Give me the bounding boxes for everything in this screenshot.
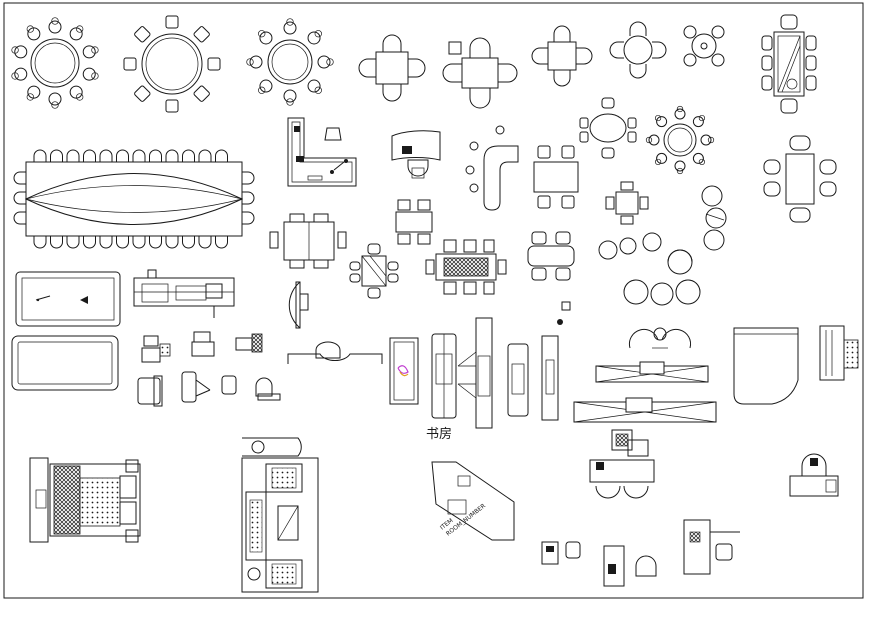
desk-with-chair-2 bbox=[603, 545, 657, 587]
living-room-layout bbox=[241, 437, 319, 593]
round-table-8-small bbox=[645, 105, 715, 175]
desk-pod-4 bbox=[269, 213, 347, 269]
square-table-rounded-chairs bbox=[442, 37, 518, 109]
square-table-4-chairs bbox=[358, 34, 426, 102]
sheet-border bbox=[3, 2, 864, 599]
sofa-vertical-b bbox=[507, 343, 529, 417]
round-table-diag-chairs bbox=[683, 25, 725, 67]
sideboard-2 bbox=[573, 397, 717, 423]
armchair-set bbox=[598, 232, 693, 275]
arched-opening bbox=[287, 341, 383, 364]
office-desk-corner bbox=[287, 117, 357, 187]
double-bed bbox=[29, 457, 141, 543]
glass-table-8 bbox=[425, 239, 507, 295]
billiard-table-1 bbox=[15, 271, 121, 327]
round-dining-table-8 bbox=[123, 15, 221, 113]
room-label-study: 书房 bbox=[426, 426, 452, 442]
small-appliances bbox=[137, 331, 281, 407]
round-dining-table-8b bbox=[246, 18, 334, 106]
desk-with-chair-3 bbox=[683, 519, 740, 575]
workstation-curved bbox=[589, 429, 655, 499]
l-work-desk: ITEM ROOM_NUMBER bbox=[431, 461, 515, 541]
desk-with-chair-1 bbox=[541, 541, 581, 565]
long-glass-table-6 bbox=[761, 14, 817, 114]
table-4-chairs-a bbox=[395, 199, 433, 245]
wardrobe-1 bbox=[389, 337, 419, 405]
rect-table-6-rounded bbox=[763, 135, 837, 223]
round-dining-table-10 bbox=[11, 17, 99, 109]
square-table-small-mid bbox=[605, 181, 649, 225]
oval-conference-table bbox=[13, 149, 255, 249]
sofa-vertical-a bbox=[431, 333, 457, 419]
rounded-table-4 bbox=[527, 231, 575, 281]
billiard-table-2 bbox=[11, 335, 119, 391]
upright-piano bbox=[819, 325, 859, 381]
grand-piano bbox=[733, 327, 799, 405]
door-swing bbox=[288, 281, 309, 329]
square-table-small-4 bbox=[531, 25, 593, 87]
round-lounge-chairs bbox=[701, 185, 727, 251]
reception-desk bbox=[391, 130, 441, 179]
small-reception-desk bbox=[789, 453, 839, 497]
sofa-vertical-c bbox=[541, 335, 559, 421]
curved-lounge-bench bbox=[465, 125, 519, 211]
cafe-round-tables bbox=[623, 279, 701, 306]
sideboard-1 bbox=[595, 361, 709, 383]
lounge-chair-pair bbox=[628, 327, 692, 349]
lamp-marker bbox=[557, 301, 571, 325]
oval-dining-table-6 bbox=[579, 97, 637, 159]
round-table-small-4 bbox=[609, 21, 667, 79]
rect-dining-table-6 bbox=[533, 145, 579, 209]
diagonal-table-4 bbox=[349, 243, 399, 299]
chaise-lounge bbox=[457, 317, 493, 429]
exercise-bench bbox=[133, 269, 235, 318]
